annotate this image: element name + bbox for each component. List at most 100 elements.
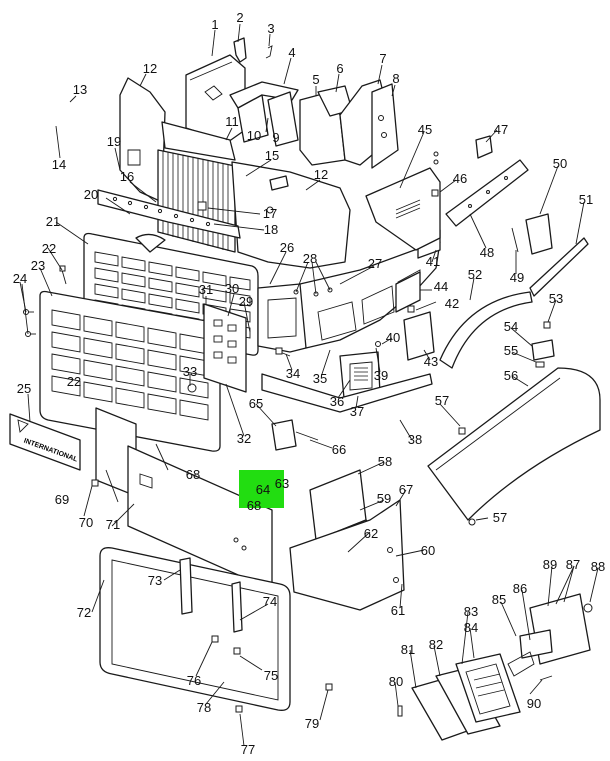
callout: 52 bbox=[468, 267, 482, 282]
callout: 69 bbox=[55, 492, 69, 507]
callout: 49 bbox=[510, 270, 524, 285]
callout: 17 bbox=[263, 206, 277, 221]
callout: 87 bbox=[566, 557, 580, 572]
part-3-pin bbox=[265, 45, 273, 59]
callout: 10 bbox=[247, 128, 261, 143]
part-54-bracket bbox=[531, 321, 555, 368]
part-11-upper-bar bbox=[161, 121, 236, 161]
callout-labels: 1 2 3 4 5 6 7 8 9 10 11 12 12 13 14 15 1… bbox=[13, 10, 605, 757]
callout: 46 bbox=[453, 171, 467, 186]
callout: 32 bbox=[237, 431, 251, 446]
callout: 31 bbox=[199, 282, 213, 297]
callout: 79 bbox=[305, 716, 319, 731]
part-12-side-panel-left bbox=[119, 77, 166, 203]
callout: 20 bbox=[84, 187, 98, 202]
callout: 29 bbox=[239, 294, 253, 309]
part-20-grille-support bbox=[97, 189, 241, 239]
part-45-step bbox=[365, 135, 493, 251]
callout: 50 bbox=[553, 156, 567, 171]
highlight-label-68: 68 bbox=[247, 498, 261, 513]
callout: 60 bbox=[421, 543, 435, 558]
callout: 23 bbox=[31, 258, 45, 273]
callout: 88 bbox=[591, 559, 605, 574]
callout: 19 bbox=[107, 134, 121, 149]
callout: 27 bbox=[368, 256, 382, 271]
callout: 44 bbox=[434, 279, 448, 294]
callout: 7 bbox=[379, 51, 386, 66]
callout: 89 bbox=[543, 557, 557, 572]
part-69-end-panel bbox=[91, 407, 137, 497]
callout: 16 bbox=[120, 169, 134, 184]
callout: 12 bbox=[143, 61, 157, 76]
callout: 90 bbox=[527, 696, 541, 711]
callout: 86 bbox=[513, 581, 527, 596]
callout: 59 bbox=[377, 491, 391, 506]
callout: 5 bbox=[312, 72, 319, 87]
part-48-rail bbox=[445, 159, 529, 227]
callout: 57 bbox=[493, 510, 507, 525]
callout: 26 bbox=[280, 240, 294, 255]
part-43-bracket bbox=[375, 305, 435, 361]
callout: 53 bbox=[549, 291, 563, 306]
part-2-clip bbox=[233, 37, 247, 63]
callout: 80 bbox=[389, 674, 403, 689]
part-31-bracket-plate bbox=[203, 303, 247, 393]
callout: 39 bbox=[374, 368, 388, 383]
part-73-strap bbox=[179, 557, 243, 633]
callout: 76 bbox=[187, 673, 201, 688]
callout: 28 bbox=[303, 251, 317, 266]
callout: 71 bbox=[106, 517, 120, 532]
part-23-grille-insert bbox=[39, 290, 221, 452]
callout: 83 bbox=[464, 604, 478, 619]
callout: 21 bbox=[46, 214, 60, 229]
callout: 47 bbox=[494, 122, 508, 137]
callout: 70 bbox=[79, 515, 93, 530]
callout: 81 bbox=[401, 642, 415, 657]
callout: 22 bbox=[67, 374, 81, 389]
callout: 65 bbox=[249, 396, 263, 411]
callout: 33 bbox=[183, 364, 197, 379]
callout: 74 bbox=[263, 594, 277, 609]
highlight-label-63: 63 bbox=[275, 476, 289, 491]
callout: 41 bbox=[426, 254, 440, 269]
callout: 77 bbox=[241, 742, 255, 757]
part-82-headlamp-bezel bbox=[397, 653, 521, 741]
leader-lines bbox=[19, 23, 599, 747]
part-57-bolts bbox=[458, 427, 476, 526]
part-52-fender-arc bbox=[439, 291, 533, 369]
part-27-fender-frame bbox=[293, 241, 441, 349]
callout: 66 bbox=[332, 442, 346, 457]
callout: 24 bbox=[13, 271, 27, 286]
callout: 73 bbox=[148, 573, 162, 588]
highlight-rect bbox=[239, 470, 284, 508]
callout: 3 bbox=[267, 21, 274, 36]
callout: 78 bbox=[197, 700, 211, 715]
callout: 67 bbox=[399, 482, 413, 497]
callout: 35 bbox=[313, 371, 327, 386]
callout: 48 bbox=[480, 245, 494, 260]
part-89-lamp-assembly bbox=[507, 593, 593, 681]
callout: 51 bbox=[579, 192, 593, 207]
callout: 45 bbox=[418, 122, 432, 137]
callout: 38 bbox=[408, 432, 422, 447]
callout: 2 bbox=[236, 10, 243, 25]
callout: 36 bbox=[330, 394, 344, 409]
part-5-liner bbox=[299, 85, 353, 166]
part-7-splash bbox=[339, 79, 399, 169]
callout: 14 bbox=[52, 157, 66, 172]
callout: 22 bbox=[42, 241, 56, 256]
part-4-bracket bbox=[229, 81, 299, 147]
callout: 6 bbox=[336, 61, 343, 76]
callout: 11 bbox=[225, 114, 239, 129]
callout: 25 bbox=[17, 381, 31, 396]
callout: 57 bbox=[435, 393, 449, 408]
part-67-corner-panel bbox=[289, 499, 405, 611]
callout: 9 bbox=[272, 130, 279, 145]
part-72-lower-frame bbox=[99, 547, 291, 711]
callout: 75 bbox=[264, 668, 278, 683]
callout: 8 bbox=[392, 71, 399, 86]
callout: 4 bbox=[288, 45, 295, 60]
callout: 34 bbox=[286, 366, 300, 381]
part-50-bracket bbox=[511, 213, 589, 297]
part-33-nut bbox=[187, 347, 291, 393]
